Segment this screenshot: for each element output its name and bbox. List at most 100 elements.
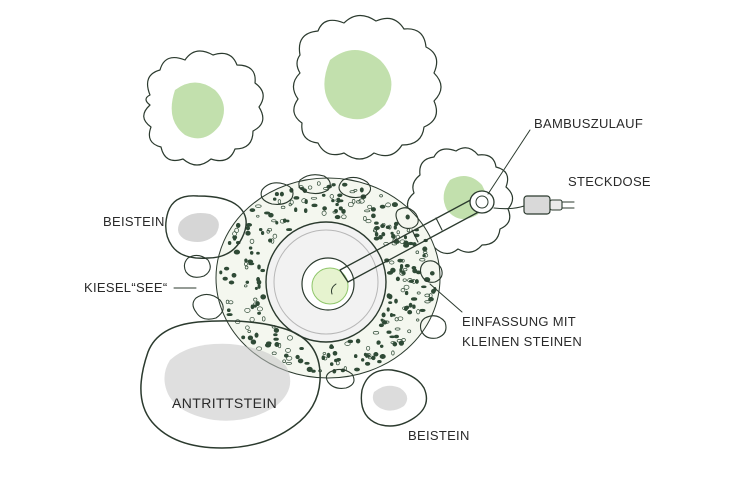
gravel-pebble: [364, 361, 371, 366]
bamboo-node: [435, 217, 443, 231]
shrubs: [143, 14, 514, 255]
gravel-pebble: [306, 366, 313, 373]
beistein-left-stone-shade: [178, 213, 219, 242]
gravel-pebble: [294, 207, 298, 213]
gravel-pebble: [321, 210, 327, 216]
shrub-center: [292, 14, 442, 160]
gravel-pebble: [235, 222, 241, 228]
gravel-pebble: [329, 344, 334, 350]
gravel-pebble: [373, 236, 380, 241]
gravel-pebble: [379, 204, 386, 209]
gravel-pebble: [310, 196, 318, 200]
border-stone: [419, 260, 443, 283]
gravel-pebble: [389, 313, 394, 318]
gravel-pebble: [226, 313, 233, 317]
gravel-pebble: [245, 325, 250, 330]
gravel-pebble: [268, 212, 274, 218]
gravel-pebble: [391, 234, 396, 239]
gravel-pebble: [403, 306, 409, 311]
gravel-pebble: [355, 338, 361, 344]
gravel-pebble: [408, 279, 415, 283]
gravel-pebble: [356, 200, 362, 204]
gravel-pebble: [372, 331, 380, 335]
gravel-pebble: [374, 232, 379, 237]
gravel-pebble: [322, 352, 327, 355]
gravel-pebble: [393, 221, 399, 227]
gravel-pebble: [283, 353, 289, 358]
gravel-pebble: [273, 327, 280, 333]
bamboo-node: [411, 229, 419, 243]
gravel-pebble: [407, 310, 413, 315]
gravel-pebble: [273, 333, 278, 337]
socket-cable: [493, 205, 525, 210]
gravel-pebble: [286, 219, 290, 223]
label-kiesel-see: KIESEL“SEE“: [84, 280, 168, 295]
gravel-pebble: [260, 268, 266, 273]
gravel-pebble: [280, 205, 286, 210]
bamboo-spout[interactable]: [339, 190, 495, 283]
bamboo-end: [469, 190, 495, 214]
gravel-pebble: [256, 279, 262, 285]
gravel-pebble: [243, 284, 248, 288]
gravel-pebble: [394, 334, 399, 339]
gravel-pebble: [361, 358, 365, 362]
gravel-pebble: [226, 308, 231, 313]
gravel-pebble: [248, 246, 253, 250]
gravel-pebble: [378, 323, 384, 328]
gravel-pebble: [341, 214, 347, 220]
gravel-pebble: [399, 264, 404, 270]
gravel-pebble: [367, 204, 372, 209]
gravel-pebble: [424, 293, 431, 298]
gravel-pebble: [329, 194, 334, 199]
gravel-pebble: [288, 202, 292, 207]
gravel-pebble: [381, 222, 386, 227]
gravel-pebble: [431, 288, 436, 294]
gravel-pebble: [253, 302, 257, 307]
gravel-pebble: [371, 355, 376, 361]
gravel-pebble: [253, 297, 258, 302]
gravel-pebble: [222, 276, 228, 281]
gravel-pebble: [275, 221, 279, 225]
gravel-pebble: [304, 199, 308, 205]
socket[interactable]: [493, 195, 575, 215]
gravel-pebble: [379, 194, 383, 198]
gravel-pebble: [256, 251, 260, 255]
basin-water: [311, 267, 349, 305]
gravel-pebble: [365, 354, 371, 358]
gravel-pebble: [261, 316, 266, 322]
gravel-pebble: [285, 348, 291, 353]
gravel-pebble: [341, 208, 346, 214]
antrittstein-stone: [140, 320, 321, 449]
gravel-pebble: [385, 202, 391, 208]
gravel-pebble: [410, 297, 418, 301]
gravel-pebble: [396, 230, 400, 235]
gravel-pebble: [273, 337, 279, 341]
gravel-pebble: [343, 183, 348, 187]
gravel-pebble: [255, 204, 262, 208]
border-stone: [192, 293, 224, 320]
gravel-pebble: [331, 198, 335, 203]
gravel-pebble: [279, 191, 284, 197]
gravel-pebble: [380, 318, 384, 322]
gravel-pebble: [366, 345, 371, 351]
gravel-pebble: [421, 285, 427, 289]
border-stone: [260, 182, 294, 205]
gravel-dots: [219, 181, 437, 374]
gravel-pebble: [256, 214, 260, 218]
antrittstein-shade: [164, 343, 291, 421]
label-beistein-bottom: BEISTEIN: [408, 428, 470, 443]
gravel-pebble: [347, 201, 354, 208]
border-stones: [183, 174, 447, 389]
gravel-pebble: [397, 316, 404, 321]
gravel-pebble: [247, 329, 251, 333]
gravel-pebble: [295, 354, 300, 360]
gravel-pebble: [272, 197, 277, 201]
gravel-pebble: [374, 225, 380, 231]
gravel-pebble: [257, 311, 262, 315]
gravel-pebble: [423, 253, 429, 258]
gravel-pebble: [415, 250, 420, 255]
gravel-pebble: [381, 232, 386, 237]
border-stone: [338, 176, 372, 199]
gravel-pebble: [257, 264, 261, 270]
